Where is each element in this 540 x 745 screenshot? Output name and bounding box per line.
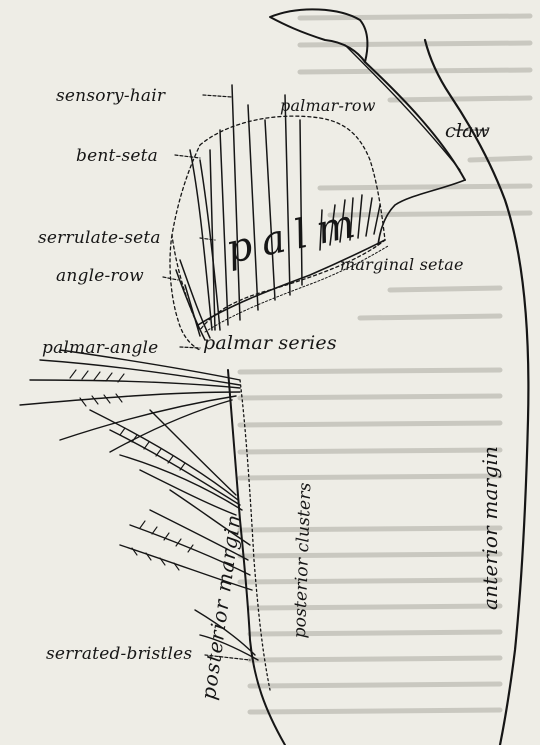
label-sensory-hair: sensory-hair	[56, 86, 165, 106]
label-bent-seta: bent-seta	[76, 146, 158, 166]
bent-setae	[176, 150, 220, 340]
label-palmar-series: palmar series	[203, 332, 337, 354]
label-claw: claw	[445, 120, 490, 142]
posterior-cluster-middle	[90, 410, 242, 515]
label-anterior-margin: anterior margin	[478, 446, 502, 610]
palmar-row-setae	[210, 85, 302, 330]
label-palmar-angle: palmar-angle	[42, 338, 158, 358]
palmar-angle-cluster	[20, 350, 240, 452]
leader-lines	[163, 95, 490, 660]
label-marginal-setae: marginal setae	[340, 255, 464, 274]
label-palmar-row: palmar-row	[280, 96, 376, 115]
label-serrulate-seta: serrulate-seta	[38, 228, 161, 248]
label-serrated-bristles: serrated-bristles	[46, 644, 192, 664]
label-angle-row: angle-row	[56, 266, 144, 286]
